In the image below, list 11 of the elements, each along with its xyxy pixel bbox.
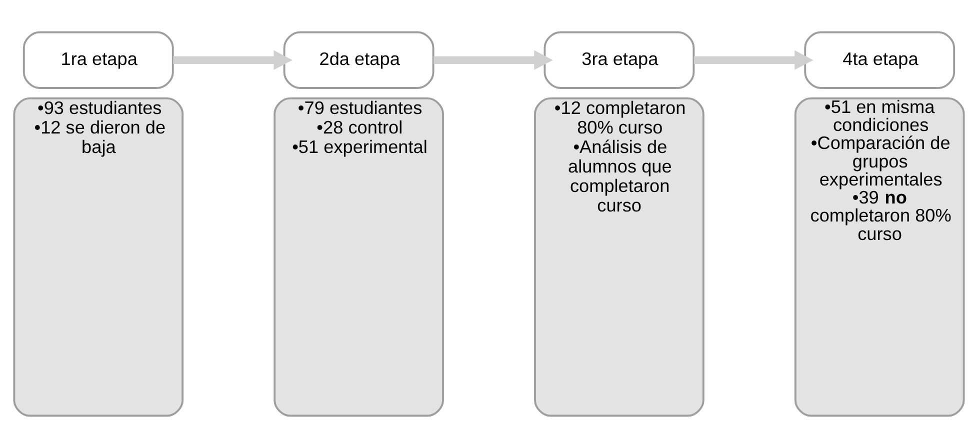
arrow <box>693 50 813 70</box>
arrow <box>433 50 552 70</box>
arrow <box>172 50 292 70</box>
node-box: •51 en misma condiciones •Comparación de grupos experimentales •39 no completaron 80% curso <box>794 97 964 417</box>
node-box: 3ra etapa <box>543 31 694 89</box>
node-box: 1ra etapa <box>22 31 174 89</box>
node-box: •93 estudiantes •12 se dieron de baja <box>12 97 184 417</box>
node-box: 4ta etapa <box>804 31 955 89</box>
node-box: 2da etapa <box>282 31 434 89</box>
node-box: •12 completaron 80% curso •Análisis de alumnos que completaron curso <box>534 97 704 417</box>
node-box: •79 estudiantes •28 control •51 experimental <box>273 97 444 417</box>
